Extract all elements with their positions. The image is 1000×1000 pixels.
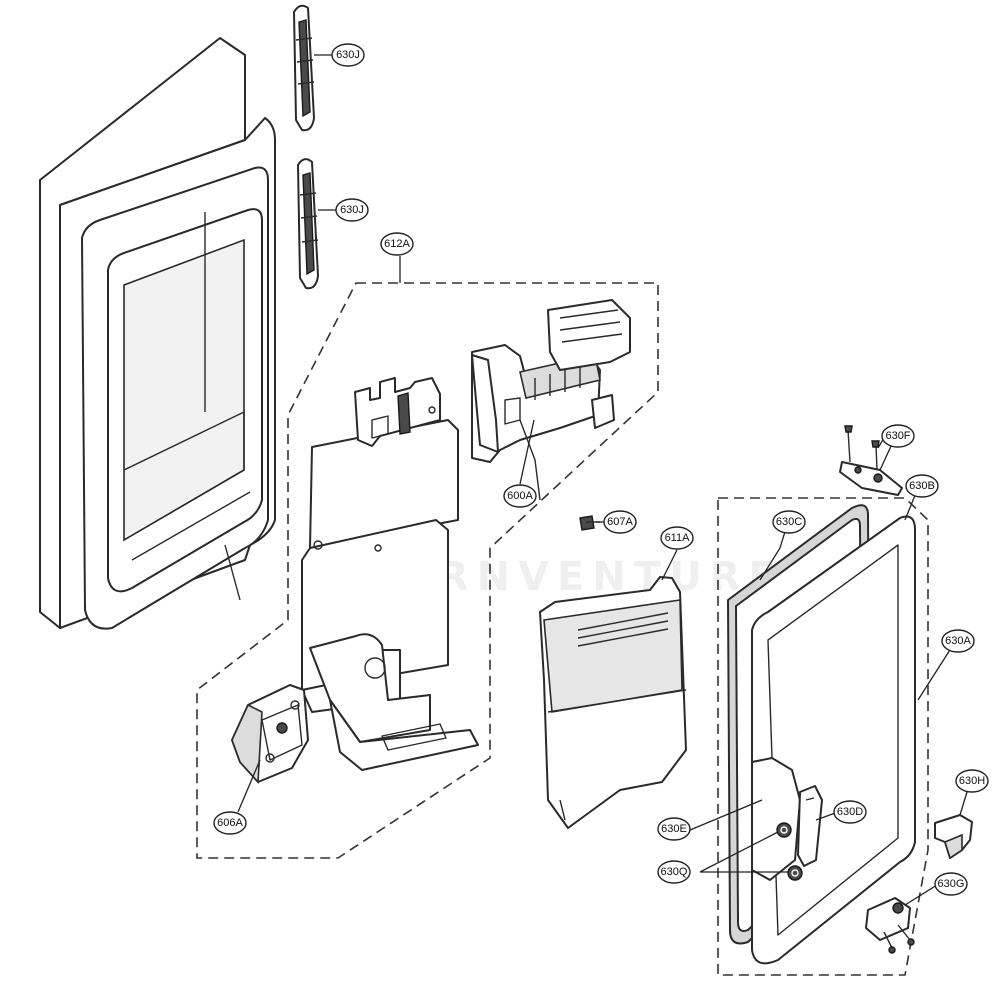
svg-text:630J: 630J <box>340 204 364 216</box>
svg-text:630B: 630B <box>909 480 935 492</box>
callout-630a: 630A <box>941 629 975 653</box>
callout-611a: 611A <box>660 526 694 550</box>
callout-630g: 630G <box>934 872 968 896</box>
door-strip-630j-top <box>293 4 315 132</box>
svg-text:612A: 612A <box>384 238 410 250</box>
screw-607a <box>579 515 600 531</box>
callout-630q: 630Q <box>657 860 691 884</box>
callout-606a: 606A <box>213 811 247 835</box>
callout-630e: 630E <box>657 817 691 841</box>
callout-607a: 607A <box>603 510 637 534</box>
svg-text:630E: 630E <box>661 823 687 835</box>
callout-612a: 612A <box>380 232 414 256</box>
svg-text:630G: 630G <box>938 878 965 890</box>
callout-630b: 630B <box>905 474 939 498</box>
ice-compartment-frame <box>301 377 479 771</box>
svg-text:630D: 630D <box>837 806 863 818</box>
svg-text:630H: 630H <box>959 775 985 787</box>
svg-text:630A: 630A <box>945 635 971 647</box>
callout-630c: 630C <box>772 510 806 534</box>
door-strip-630j-bottom <box>297 158 319 290</box>
assembly-boundary-630a <box>717 497 929 976</box>
callout-600a: 600A <box>503 484 537 508</box>
hinge-630g <box>865 897 915 954</box>
svg-text:630F: 630F <box>885 430 910 442</box>
refrigerator-door <box>39 37 276 630</box>
hinge-630d <box>797 785 823 867</box>
svg-text:630J: 630J <box>336 49 360 61</box>
svg-text:600A: 600A <box>507 490 533 502</box>
assembly-boundary-612a <box>196 282 659 859</box>
svg-text:630Q: 630Q <box>661 866 688 878</box>
svg-text:607A: 607A <box>607 516 633 528</box>
callout-630d: 630D <box>833 800 867 824</box>
svg-text:611A: 611A <box>665 532 691 544</box>
ice-maker-600a <box>471 299 631 501</box>
svg-text:606A: 606A <box>217 817 243 829</box>
bracket-630h <box>934 814 973 860</box>
callout-630h: 630H <box>955 769 989 793</box>
svg-text:630C: 630C <box>776 516 802 528</box>
hinge-630e <box>751 757 803 881</box>
callout-630j-bottom: 630J <box>335 198 369 222</box>
cover-611a <box>539 576 687 829</box>
callout-630f: 630F <box>881 424 915 448</box>
bracket-606a <box>231 684 309 784</box>
callout-630j-top: 630J <box>331 43 365 67</box>
